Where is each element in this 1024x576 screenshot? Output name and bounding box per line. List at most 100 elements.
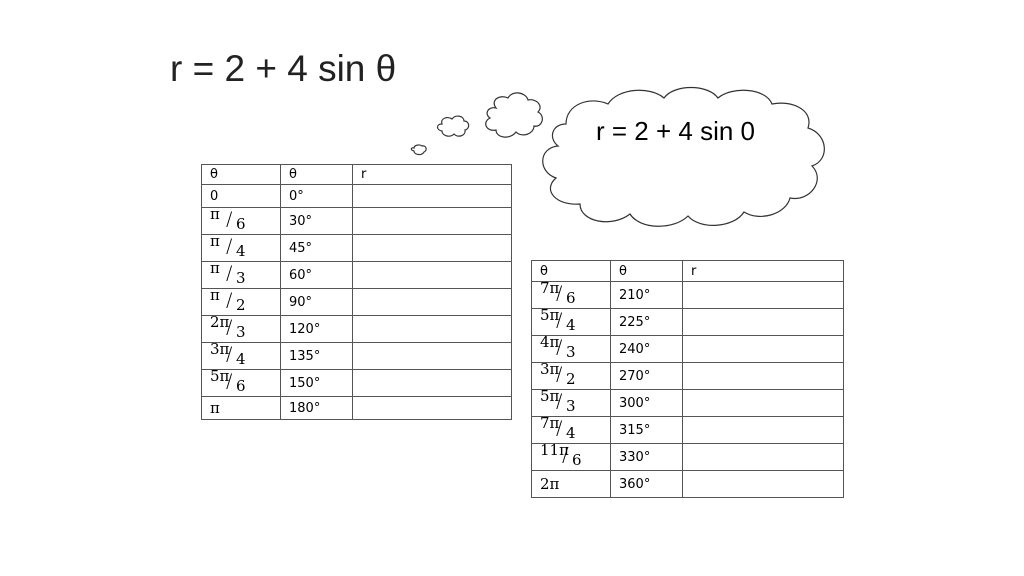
radian-cell: 5π/4	[531, 306, 611, 336]
table-row: 3π/4 135°	[201, 340, 512, 370]
angle-table-2: θ θ r 7π/6 210° 5π/4 225° 4π/3 240° 3π/2…	[531, 260, 844, 498]
radian-cell: 2π/3	[201, 313, 281, 343]
r-cell[interactable]	[682, 389, 844, 417]
r-cell[interactable]	[682, 443, 844, 471]
radian-value: π	[210, 399, 220, 417]
radian-cell: 5π/3	[531, 387, 611, 417]
radian-fraction: π/6	[210, 205, 246, 233]
r-cell[interactable]	[682, 281, 844, 309]
radian-cell: π/2	[201, 286, 281, 316]
r-cell[interactable]	[352, 288, 512, 316]
r-cell[interactable]	[682, 335, 844, 363]
table-header-row: θ θ r	[531, 260, 844, 282]
degree-cell: 225°	[610, 308, 683, 336]
degree-cell: 270°	[610, 362, 683, 390]
table-row: 5π/3 300°	[531, 387, 844, 417]
r-cell[interactable]	[352, 261, 512, 289]
radian-numerator: π	[210, 232, 220, 250]
radian-cell: 11π/6	[531, 441, 611, 471]
table-row: π/4 45°	[201, 232, 512, 262]
degree-cell: 60°	[280, 261, 353, 289]
table-row: 2π/3 120°	[201, 313, 512, 343]
table-row: 0 0°	[201, 184, 512, 208]
radian-numerator: 4π	[540, 333, 560, 351]
thought-cloud	[542, 87, 825, 227]
table-row: 4π/3 240°	[531, 333, 844, 363]
r-cell[interactable]	[352, 396, 512, 420]
r-cell[interactable]	[682, 416, 844, 444]
radian-fraction: 2π/3	[210, 313, 246, 341]
r-cell[interactable]	[352, 184, 512, 208]
r-cell[interactable]	[682, 308, 844, 336]
table-row: 11π/6 330°	[531, 441, 844, 471]
degree-cell: 300°	[610, 389, 683, 417]
radian-fraction: 5π/4	[540, 306, 576, 334]
radian-fraction: 5π/6	[210, 367, 246, 395]
r-cell[interactable]	[352, 342, 512, 370]
radian-cell: π/6	[201, 205, 281, 235]
r-cell[interactable]	[682, 470, 844, 498]
radian-denominator: 3	[236, 323, 246, 341]
thought-bubble-small	[436, 115, 470, 137]
radian-numerator: 5π	[540, 306, 560, 324]
radian-numerator: π	[210, 259, 220, 277]
radian-cell: π/3	[201, 259, 281, 289]
slide-title: r = 2 + 4 sin θ	[170, 48, 397, 89]
radian-numerator: 7π	[540, 279, 560, 297]
header-degrees: θ	[610, 260, 683, 282]
header-r: r	[352, 164, 512, 185]
radian-numerator: π	[210, 205, 220, 223]
radian-cell: 3π/4	[201, 340, 281, 370]
radian-denominator: 2	[566, 370, 576, 388]
table-row: π 180°	[201, 396, 512, 420]
header-radians: θ	[201, 164, 281, 185]
r-cell[interactable]	[682, 362, 844, 390]
radian-cell: π/4	[201, 232, 281, 262]
radian-denominator: 3	[236, 269, 246, 287]
header-degrees: θ	[280, 164, 353, 185]
table-row: 5π/6 150°	[201, 367, 512, 397]
degree-cell: 90°	[280, 288, 353, 316]
r-cell[interactable]	[352, 207, 512, 235]
degree-cell: 180°	[280, 396, 353, 420]
radian-denominator: 6	[236, 215, 246, 233]
radian-fraction: 7π/4	[540, 414, 576, 442]
degree-cell: 240°	[610, 335, 683, 363]
radian-numerator: 5π	[540, 387, 560, 405]
radian-cell: 2π	[531, 470, 611, 498]
radian-cell: 7π/4	[531, 414, 611, 444]
radian-cell: 3π/2	[531, 360, 611, 390]
degree-cell: 150°	[280, 369, 353, 397]
radian-denominator: 6	[572, 451, 582, 469]
radian-cell: 7π/6	[531, 279, 611, 309]
radian-denominator: 6	[566, 289, 576, 307]
r-cell[interactable]	[352, 315, 512, 343]
radian-numerator: 3π	[540, 360, 560, 378]
radian-cell: 0	[201, 184, 281, 208]
r-cell[interactable]	[352, 234, 512, 262]
radian-denominator: 3	[566, 397, 576, 415]
radian-denominator: 4	[236, 350, 246, 368]
table-header-row: θ θ r	[201, 164, 512, 185]
thought-bubble-text: r = 2 + 4 sin 0	[596, 116, 755, 146]
r-cell[interactable]	[352, 369, 512, 397]
radian-denominator: 4	[566, 316, 576, 334]
table-row: π/3 60°	[201, 259, 512, 289]
table-row: 2π 360°	[531, 470, 844, 498]
degree-cell: 330°	[610, 443, 683, 471]
radian-value: 0	[210, 188, 219, 204]
radian-denominator: 3	[566, 343, 576, 361]
radian-numerator: 3π	[210, 340, 230, 358]
degree-cell: 210°	[610, 281, 683, 309]
radian-cell: π	[201, 396, 281, 420]
radian-numerator: 7π	[540, 414, 560, 432]
degree-cell: 360°	[610, 470, 683, 498]
thought-bubble-tiny	[410, 144, 427, 156]
radian-fraction: π/3	[210, 259, 246, 287]
degree-cell: 120°	[280, 315, 353, 343]
thought-bubble-medium	[485, 92, 543, 138]
radian-cell: 5π/6	[201, 367, 281, 397]
radian-fraction: 3π/4	[210, 340, 246, 368]
table-row: 7π/4 315°	[531, 414, 844, 444]
degree-cell: 315°	[610, 416, 683, 444]
